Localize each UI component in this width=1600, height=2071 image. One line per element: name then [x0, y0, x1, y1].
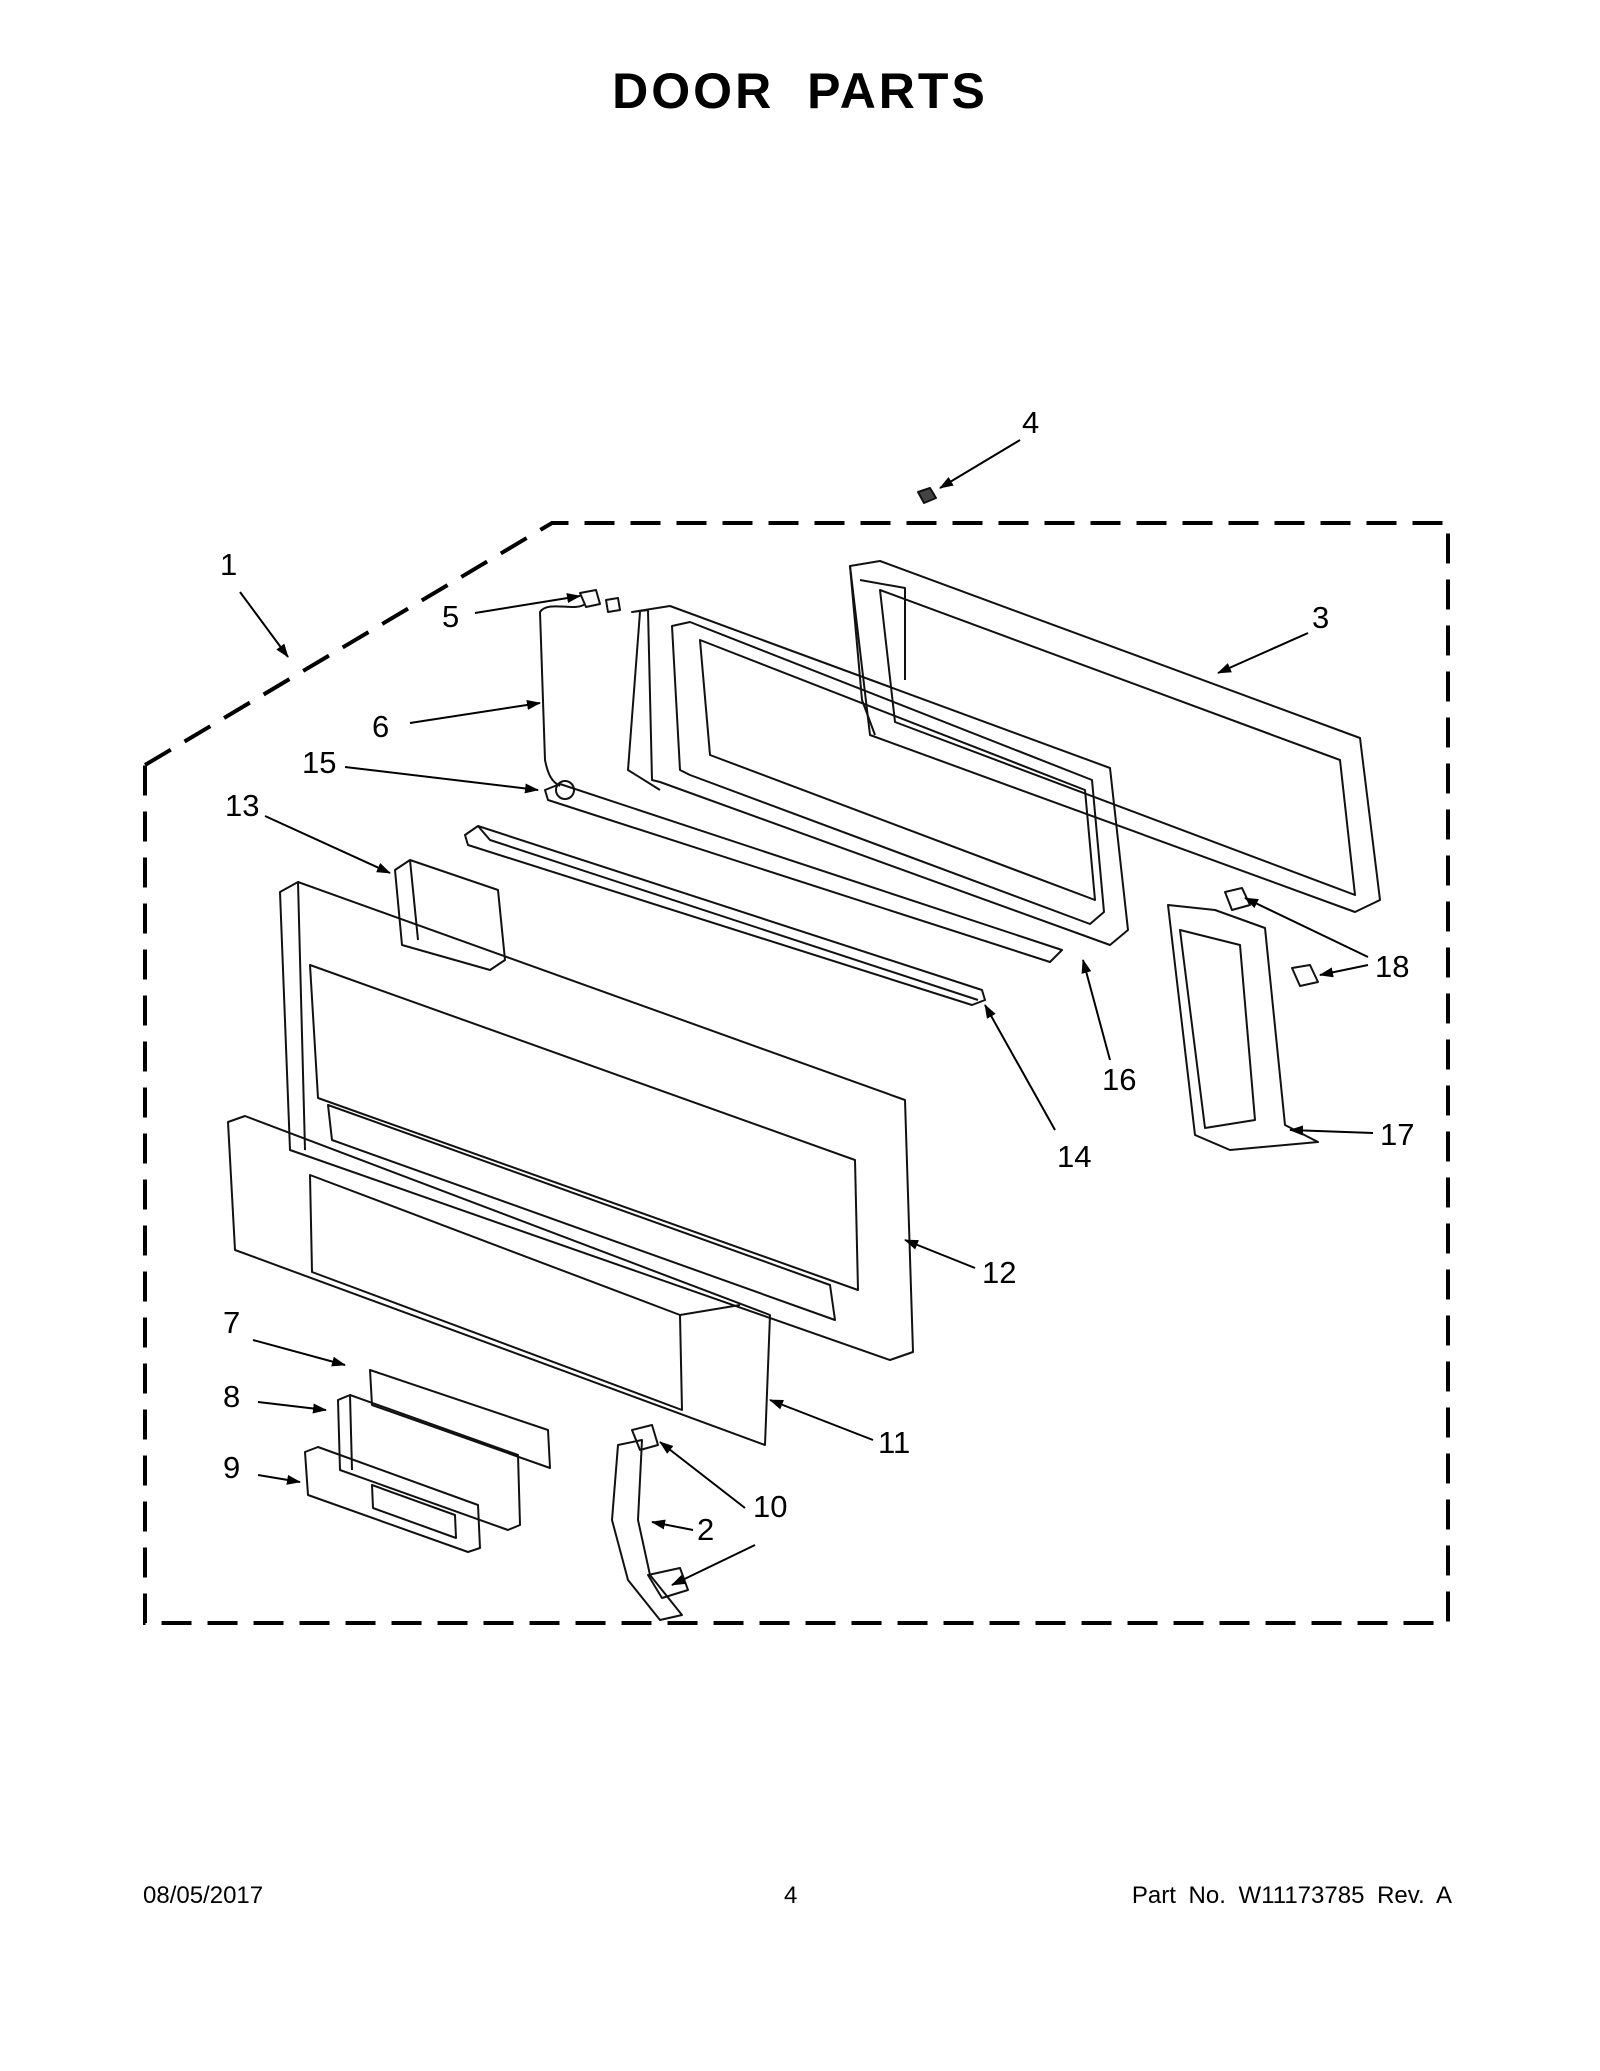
leader-1 [239, 591, 289, 658]
callout-11: 11 [878, 1425, 910, 1460]
leader-18b [1319, 964, 1369, 978]
leader-3 [1217, 632, 1309, 674]
leader-17 [1289, 1125, 1374, 1136]
part-17-latch-housing [1167, 904, 1319, 1151]
callout-15: 15 [302, 745, 336, 780]
callout-12: 12 [982, 1255, 1016, 1290]
part-12-door-frame [279, 881, 914, 1361]
leader-7 [252, 1339, 346, 1367]
part-4-clip [917, 487, 937, 504]
leader-5 [474, 593, 581, 614]
leader-11 [769, 1399, 874, 1441]
callout-2: 2 [697, 1512, 714, 1547]
callout-17: 17 [1380, 1117, 1414, 1152]
part-3-choke-frame [849, 560, 1381, 913]
leader-12 [904, 1239, 976, 1269]
callout-14: 14 [1057, 1139, 1091, 1174]
leader-9 [257, 1474, 301, 1485]
callout-4: 4 [1022, 405, 1039, 440]
leader-10b [671, 1544, 756, 1586]
part-15-rail [544, 780, 1063, 963]
part-16-inner-door [627, 605, 1129, 946]
part-18-latch-hooks [1224, 887, 1319, 987]
footer-page-number: 4 [784, 1882, 798, 1909]
part-2-handle [611, 1439, 683, 1621]
leader-8 [257, 1401, 327, 1414]
callout-18: 18 [1375, 949, 1409, 984]
leader-4 [939, 439, 1021, 489]
callout-8: 8 [223, 1379, 240, 1414]
leader-13 [264, 815, 391, 874]
part-11-glass-panel [227, 1115, 771, 1446]
leader-6 [409, 700, 541, 724]
leader-10a [659, 1441, 746, 1509]
footer-date: 08/05/2017 [143, 1882, 264, 1909]
leader-14 [984, 1004, 1056, 1131]
footer-part-number: Part No. W11173785 Rev. A [1131, 1882, 1452, 1909]
part-13-bracket [394, 859, 506, 971]
leader-2 [651, 1519, 694, 1531]
callout-10: 10 [753, 1489, 787, 1524]
part-10-end-caps [631, 1424, 689, 1599]
callout-5: 5 [442, 599, 459, 634]
callout-6: 6 [372, 709, 389, 744]
callout-1: 1 [220, 547, 237, 582]
callout-13: 13 [225, 788, 259, 823]
callout-9: 9 [223, 1450, 240, 1485]
part-14-hinge-rail [464, 825, 986, 1006]
part-7-membrane [369, 1369, 551, 1469]
part-6-wire [539, 603, 586, 787]
callout-3: 3 [1312, 600, 1329, 635]
leader-15 [344, 766, 539, 794]
part-8-holder [337, 1394, 521, 1531]
leader-16 [1081, 959, 1111, 1061]
part-9-display-board [304, 1446, 481, 1553]
part-5-connector [579, 589, 621, 613]
assembly-boundary [143, 521, 1450, 1625]
callout-16: 16 [1102, 1062, 1136, 1097]
page-title: DOOR PARTS [612, 63, 988, 119]
callout-7: 7 [223, 1305, 240, 1340]
leader-18a [1244, 897, 1369, 958]
